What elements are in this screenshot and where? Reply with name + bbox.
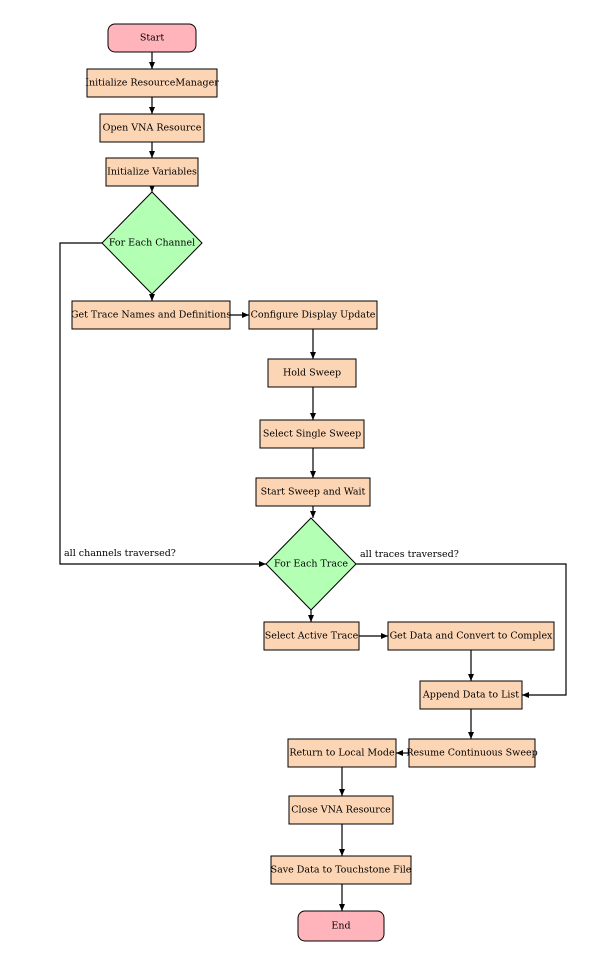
- node-each-trace: For Each Trace: [265, 517, 357, 611]
- process-box: [99, 113, 205, 143]
- process-box: [387, 621, 555, 651]
- process-box: [419, 680, 523, 710]
- node-resume-sweep: Resume Continuous Sweep: [406, 738, 538, 768]
- node-label: Close VNA Resource: [291, 805, 391, 816]
- node-close-vna: Close VNA Resource: [288, 795, 394, 825]
- node-label: Hold Sweep: [283, 368, 341, 379]
- node-label: For Each Channel: [109, 238, 195, 249]
- node-label: Resume Continuous Sweep: [406, 748, 537, 759]
- terminal-box: [297, 910, 385, 942]
- process-box: [255, 477, 371, 507]
- node-label: Initialize Variables: [107, 167, 197, 178]
- node-open-vna: Open VNA Resource: [99, 113, 205, 143]
- process-box: [105, 157, 199, 187]
- node-label: Start Sweep and Wait: [261, 487, 366, 498]
- process-box: [259, 419, 365, 449]
- node-label: Start: [140, 33, 165, 44]
- node-get-trace-names: Get Trace Names and Definitions: [71, 300, 231, 330]
- node-local-mode: Return to Local Mode: [287, 738, 397, 768]
- edge-each-trace-traversed: [356, 563, 567, 698]
- process-box: [408, 738, 536, 768]
- edge-each-channel-loop-back: [59, 242, 266, 567]
- node-start: Start: [107, 23, 197, 53]
- node-save-data: Save Data to Touchstone File: [270, 855, 412, 885]
- node-label: Configure Display Update: [251, 310, 376, 321]
- node-select-trace: Select Active Trace: [263, 621, 360, 651]
- node-label: Open VNA Resource: [103, 123, 202, 134]
- process-box: [263, 621, 360, 651]
- node-end: End: [297, 910, 385, 942]
- node-label: Get Trace Names and Definitions: [71, 310, 231, 321]
- edge-label-channels-done: all channels traversed?: [64, 548, 176, 559]
- node-each-channel: For Each Channel: [101, 191, 203, 295]
- node-single-sweep: Select Single Sweep: [259, 419, 365, 449]
- edge-label-traces-done: all traces traversed?: [360, 549, 459, 560]
- node-init-rm: Initialize ResourceManager: [85, 68, 219, 98]
- node-label: Select Active Trace: [265, 631, 359, 642]
- process-box: [86, 68, 218, 98]
- node-start-sweep: Start Sweep and Wait: [255, 477, 371, 507]
- node-label: Initialize ResourceManager: [85, 78, 219, 89]
- node-label: For Each Trace: [274, 559, 348, 570]
- node-label: Save Data to Touchstone File: [271, 865, 412, 876]
- node-hold-sweep: Hold Sweep: [267, 358, 357, 388]
- node-get-data: Get Data and Convert to Complex: [387, 621, 555, 651]
- process-box: [248, 300, 378, 330]
- edges: [59, 52, 567, 911]
- process-box: [71, 300, 231, 330]
- node-label: Get Data and Convert to Complex: [390, 631, 553, 642]
- node-append-data: Append Data to List: [419, 680, 523, 710]
- node-label: End: [331, 921, 350, 932]
- node-label: Return to Local Mode: [289, 748, 395, 759]
- decision-diamond: [101, 191, 203, 295]
- process-box: [287, 738, 397, 768]
- process-box: [288, 795, 394, 825]
- node-config-display: Configure Display Update: [248, 300, 378, 330]
- process-box: [270, 855, 412, 885]
- process-box: [267, 358, 357, 388]
- node-label: Select Single Sweep: [263, 429, 361, 440]
- terminal-box: [107, 23, 197, 53]
- node-init-vars: Initialize Variables: [105, 157, 199, 187]
- decision-diamond: [265, 517, 357, 611]
- node-label: Append Data to List: [422, 690, 519, 701]
